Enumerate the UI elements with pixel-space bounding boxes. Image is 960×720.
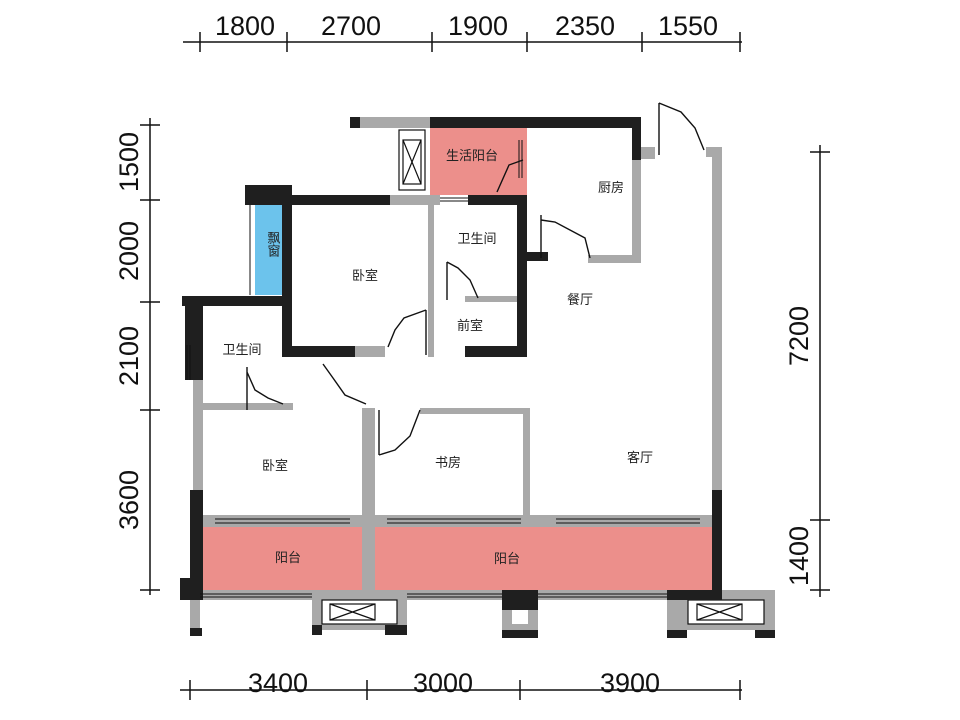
dim-bottom-3: 3900: [600, 668, 660, 698]
label-utility-balcony: 生活阳台: [446, 149, 498, 164]
dim-top-3: 1900: [448, 11, 508, 41]
label-balcony-west: 阳台: [275, 551, 301, 566]
label-living: 客厅: [627, 450, 653, 466]
balcony-area: [203, 527, 712, 590]
label-bedroom-north: 卧室: [352, 268, 378, 284]
label-balcony-main: 阳台: [494, 552, 520, 567]
dimension-right: [810, 145, 830, 597]
windows: [186, 140, 700, 598]
dim-left-1: 1500: [114, 132, 144, 192]
utility-balcony-area: [430, 128, 527, 195]
dimension-top: [183, 32, 742, 52]
label-study: 书房: [435, 455, 461, 471]
dim-left-3: 2100: [114, 326, 144, 386]
dim-right-1: 7200: [784, 306, 814, 366]
dimension-ticks: [199, 32, 741, 52]
label-bathroom-north: 卫生间: [457, 232, 496, 247]
dim-bottom-2: 3000: [413, 668, 473, 698]
label-kitchen: 厨房: [598, 180, 624, 196]
dim-top-2: 2700: [321, 11, 381, 41]
dim-top-1: 1800: [215, 11, 275, 41]
label-foyer: 前室: [457, 318, 483, 334]
dim-top-5: 1550: [658, 11, 718, 41]
label-bay-window: 飘窗: [265, 231, 281, 257]
walls-black: [180, 117, 775, 638]
dim-bottom-1: 3400: [248, 668, 308, 698]
dimension-bottom: [180, 680, 742, 700]
label-bathroom-west: 卫生间: [222, 343, 261, 358]
label-bedroom-south: 卧室: [262, 458, 288, 474]
label-dining: 餐厅: [567, 292, 593, 308]
dim-left-2: 2000: [114, 221, 144, 281]
ac-cross-icons: [329, 139, 743, 621]
dim-left-4: 3600: [114, 470, 144, 530]
doors: [246, 102, 705, 456]
dim-right-2: 1400: [784, 526, 814, 586]
dimension-left: [140, 118, 160, 595]
dim-top-4: 2350: [555, 11, 615, 41]
